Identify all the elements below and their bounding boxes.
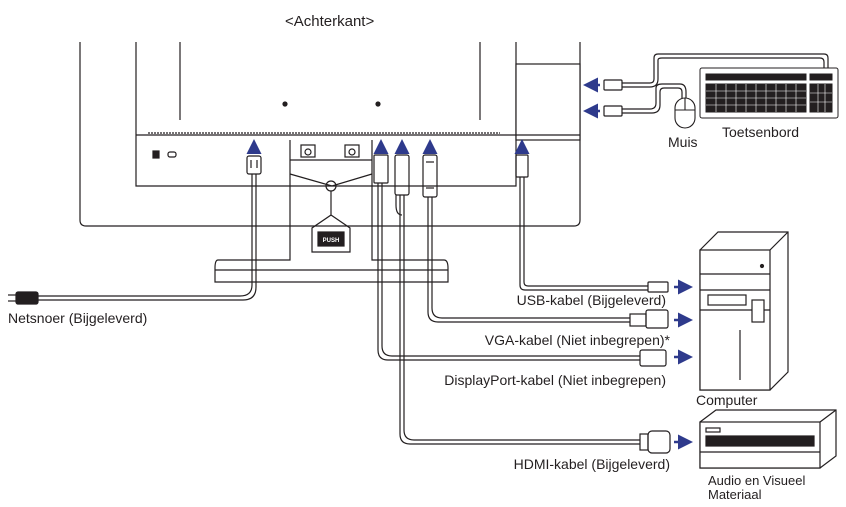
vga-cable (422, 154, 669, 329)
mouse-label: Muis (668, 134, 698, 150)
usb-cable-label: USB-kabel (Bijgeleverd) (516, 292, 666, 308)
monitor-back (79, 42, 581, 283)
computer-tower-icon (699, 231, 789, 391)
hdmi-cable-label: HDMI-kabel (Bijgeleverd) (513, 456, 670, 472)
av-equipment-label-line1: Audio en Visueel (708, 473, 806, 488)
av-equipment-label-line2: Materiaal (708, 487, 762, 502)
displayport-plug-icon (373, 154, 389, 184)
usb-cable (515, 154, 669, 293)
keyboard-mouse-cables (603, 53, 829, 117)
hdmi-cable (394, 154, 671, 454)
vga-plug-icon (422, 154, 438, 198)
keyboard-label: Toetsenbord (722, 124, 800, 140)
mouse-icon (674, 97, 696, 129)
av-equipment-icon (699, 409, 837, 469)
displayport-cable-label: DisplayPort-kabel (Niet inbegrepen) (444, 372, 666, 388)
vga-cable-label: VGA-kabel (Niet inbegrepen)* (484, 332, 670, 348)
diagram-title: <Achterkant> (285, 13, 375, 30)
av-equipment-label: Audio en Visueel Materiaal (708, 474, 805, 502)
power-cable (8, 155, 262, 305)
port-arrows (246, 139, 530, 154)
power-cord-label: Netsnoer (Bijgeleverd) (8, 310, 148, 326)
keyboard-arrows (583, 77, 600, 119)
power-plug-icon (246, 155, 262, 175)
computer-label: Computer (696, 392, 758, 408)
hdmi-plug-icon (394, 154, 410, 196)
displayport-cable (373, 154, 667, 367)
usb-plug-icon (515, 154, 529, 178)
stand-push-label: PUSH (323, 238, 340, 244)
keyboard-icon (699, 67, 839, 119)
